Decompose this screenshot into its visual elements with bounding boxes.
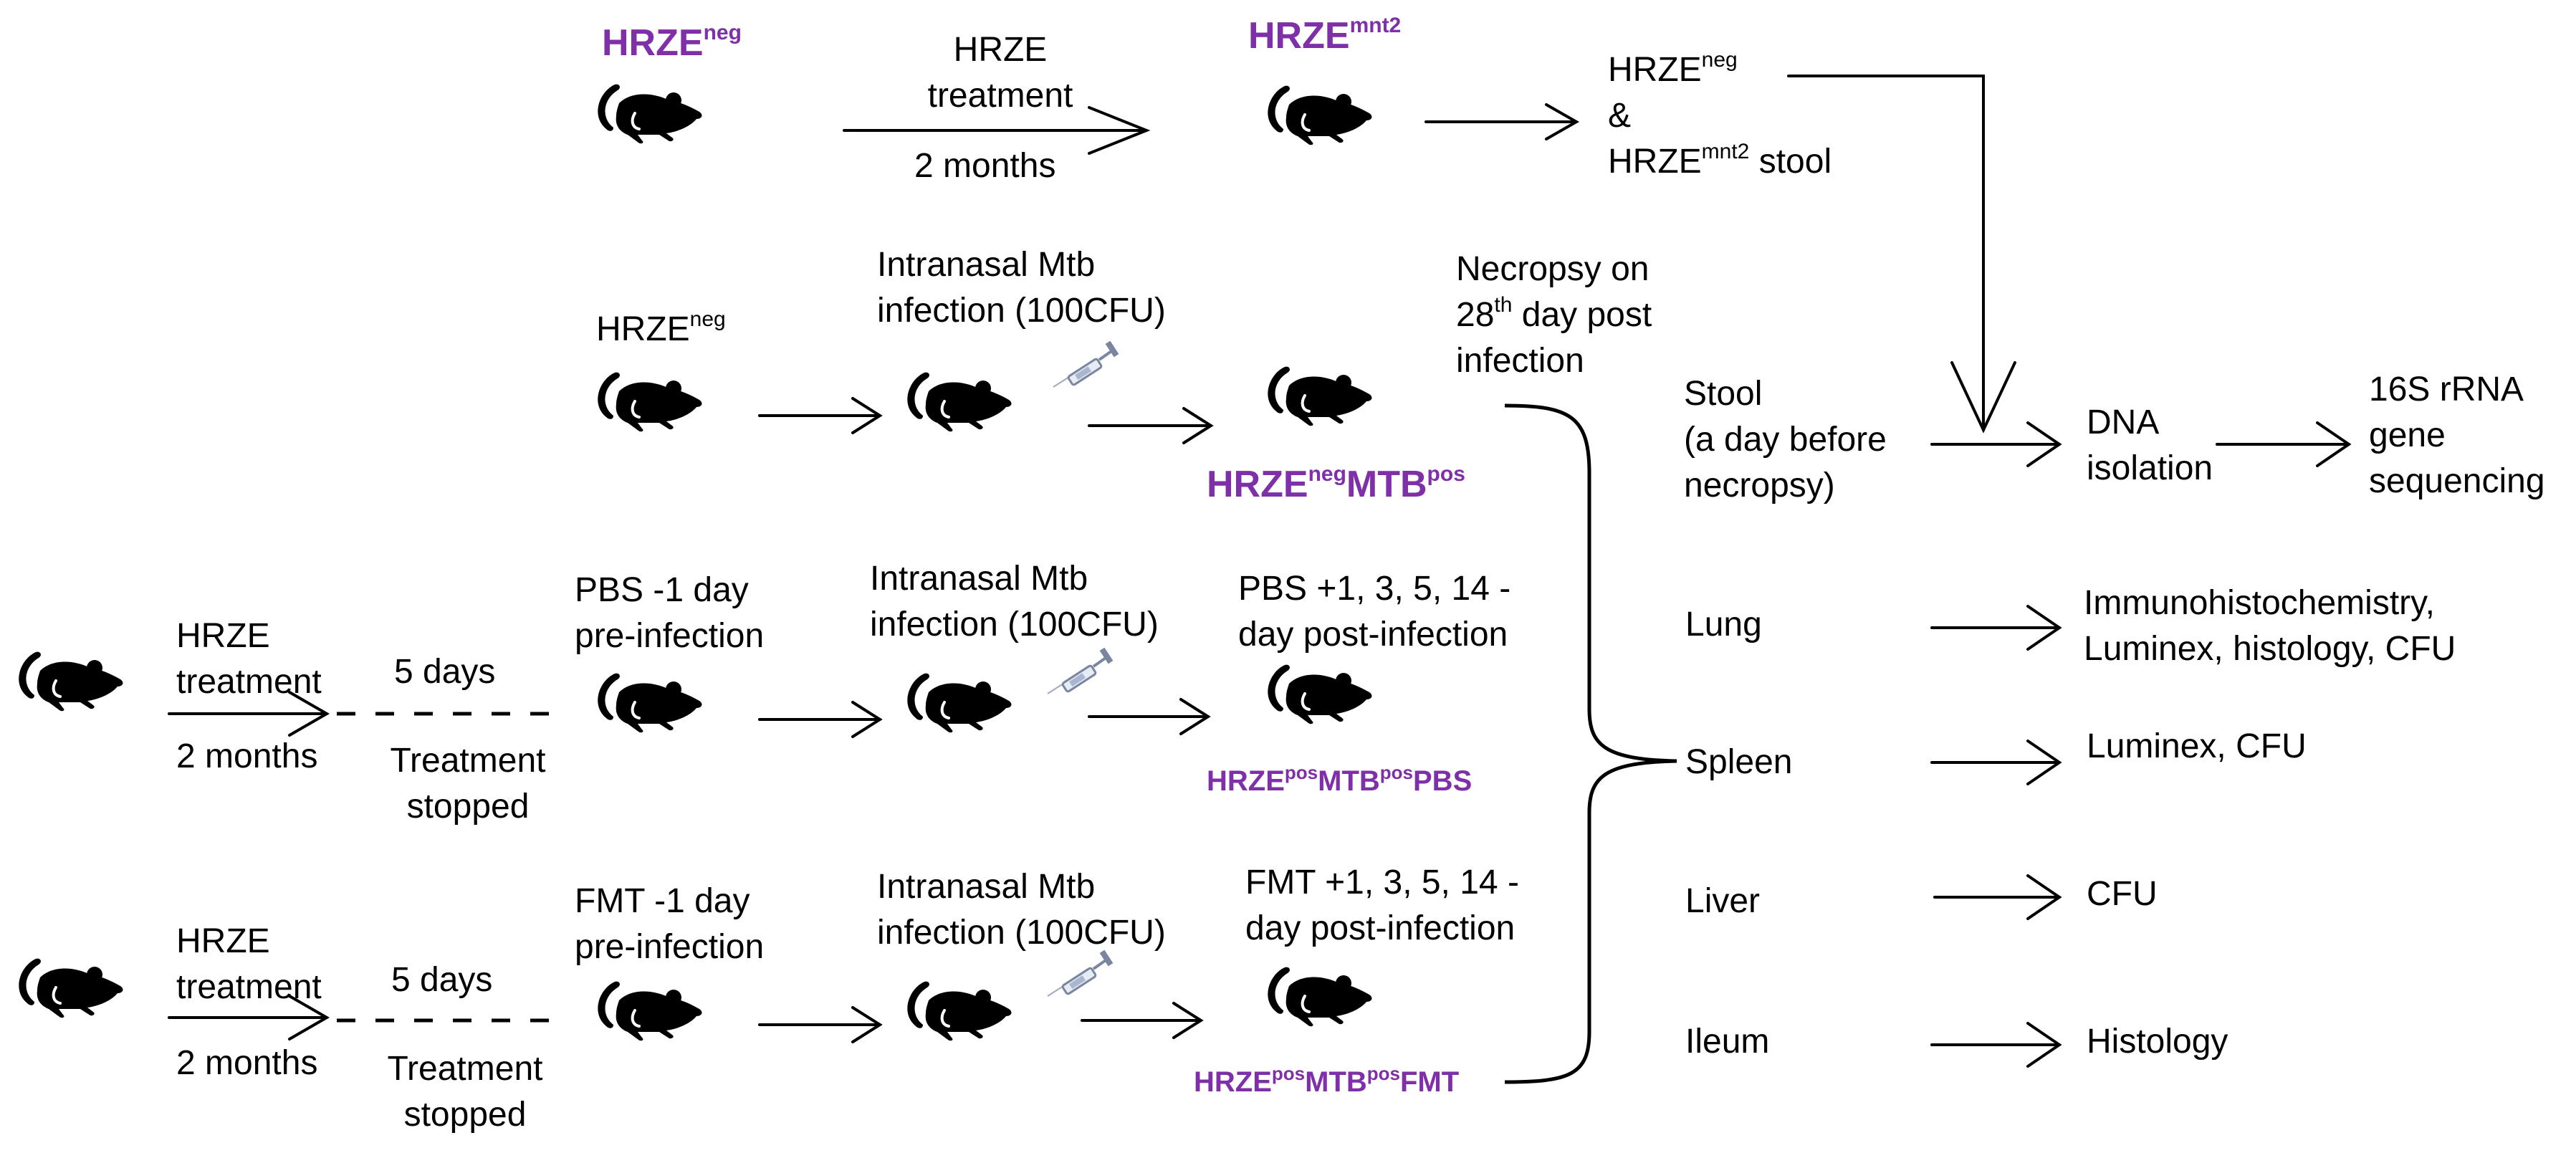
sample-ileum: Ileum (1685, 1023, 1770, 1061)
sample-liver: Liver (1685, 882, 1761, 920)
syringe-icon (1046, 948, 1115, 997)
group-label-hrze-pos-mtb-pos-pbs: HRZEposMTBposPBS (1207, 762, 1473, 797)
gap-duration-label: 5 days (391, 961, 493, 999)
arrow (168, 995, 330, 1040)
mouse-icon (17, 957, 125, 1020)
mouse-icon (596, 370, 704, 434)
arrow (758, 701, 883, 738)
stool-connector-line (1787, 75, 1985, 431)
group-label-hrze-neg-top: HRZEneg (602, 21, 742, 64)
mouse-icon (1266, 365, 1374, 428)
post-infection-label: FMT +1, 3, 5, 14 - day post-infection (1245, 863, 1519, 947)
ileum-assays-label: Histology (2087, 1023, 2228, 1061)
arrow (1088, 407, 1214, 444)
mouse-icon (596, 980, 704, 1043)
treatment-stopped-label: Treatment stopped (387, 1050, 543, 1134)
treatment-label: HRZE treatment (927, 31, 1073, 115)
treatment-stopped-label: Treatment stopped (390, 742, 546, 826)
arrow (1930, 421, 2062, 467)
mouse-icon (1266, 84, 1374, 147)
duration-label: 2 months (176, 737, 318, 775)
group-label-hrze-mnt2: HRZEmnt2 (1248, 14, 1402, 57)
mouse-icon (17, 650, 125, 713)
mouse-icon (1266, 663, 1374, 726)
necropsy-label: Necropsy on 28th day post infection (1456, 250, 1652, 380)
group-label-hrze-neg: HRZEneg (596, 307, 726, 349)
stool-sample-label: HRZEneg & HRZEmnt2 stool (1608, 48, 1832, 181)
mouse-icon (906, 370, 1013, 434)
arrow (1933, 874, 2062, 920)
spleen-assays-label: Luminex, CFU (2087, 727, 2307, 765)
group-label-hrze-pos-mtb-pos-fmt: HRZEposMTBposFMT (1194, 1063, 1460, 1098)
infection-label: Intranasal Mtb infection (100CFU) (870, 560, 1159, 644)
arrow (1081, 1002, 1204, 1039)
arrow (1930, 740, 2062, 785)
treatment-label: HRZE treatment (176, 922, 322, 1006)
treatment-label: HRZE treatment (176, 617, 322, 701)
group-label-hrze-neg-mtb-pos: HRZEnegMTBpos (1207, 462, 1465, 506)
syringe-icon (1046, 646, 1115, 695)
arrow (758, 1006, 883, 1043)
sample-lung: Lung (1685, 606, 1762, 644)
arrow (168, 691, 330, 737)
arrow (1950, 361, 2016, 434)
infection-label: Intranasal Mtb infection (100CFU) (877, 868, 1166, 952)
mouse-icon (1266, 965, 1374, 1028)
gap-duration-label: 5 days (394, 653, 496, 691)
arrow (1930, 605, 2062, 651)
arrow (2216, 421, 2352, 467)
mouse-icon (596, 82, 704, 145)
post-infection-label: PBS +1, 3, 5, 14 - day post-infection (1238, 570, 1511, 654)
duration-label: 2 months (914, 147, 1056, 185)
sequencing-label: 16S rRNA gene sequencing (2369, 370, 2545, 500)
bracket (1504, 403, 1677, 1084)
sample-spleen: Spleen (1685, 743, 1793, 781)
arrow (843, 106, 1151, 155)
mouse-icon (906, 671, 1013, 735)
arrow (1425, 103, 1580, 140)
infection-label: Intranasal Mtb infection (100CFU) (877, 246, 1166, 330)
arrow (1088, 698, 1211, 735)
mouse-icon (596, 671, 704, 735)
duration-label: 2 months (176, 1044, 318, 1082)
mouse-icon (906, 980, 1013, 1043)
lung-assays-label: Immunohistochemistry, Luminex, histology… (2084, 584, 2456, 668)
arrow (1930, 1022, 2062, 1068)
syringe-icon (1052, 339, 1121, 388)
dose-label: PBS -1 day pre-infection (575, 571, 765, 655)
sample-stool: Stool (a day before necropsy) (1684, 375, 1887, 504)
liver-assays-label: CFU (2087, 875, 2158, 913)
dose-label: FMT -1 day pre-infection (575, 882, 765, 966)
dna-isolation-label: DNA isolation (2087, 403, 2213, 487)
arrow (758, 397, 883, 434)
